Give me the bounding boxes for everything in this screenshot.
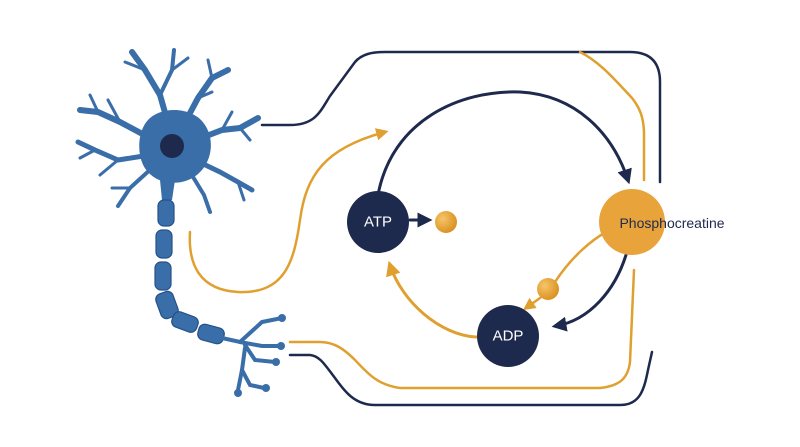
phosphate-ball-adp xyxy=(537,278,559,300)
dendrites xyxy=(75,48,261,214)
arrow-atp-to-phosphocreatine xyxy=(376,90,632,197)
outer-navy-bottom-path xyxy=(288,350,654,407)
orange-arrow-to-atp xyxy=(188,128,389,294)
adp-label: ADP xyxy=(492,327,524,345)
atp-label: ATP xyxy=(363,213,393,231)
arrow-adp-to-atp xyxy=(386,260,478,339)
neuron-illustration xyxy=(75,48,286,397)
outer-orange-bottom-path xyxy=(288,268,636,390)
adp-node xyxy=(477,305,539,367)
outer-navy-top-path xyxy=(260,50,662,184)
arrow-phosphocreatine-to-adp xyxy=(551,253,628,332)
axon-terminal-knobs xyxy=(234,314,286,397)
phosphocreatine-node xyxy=(599,189,665,255)
outer-orange-top-path xyxy=(578,50,646,182)
neuron-nucleus xyxy=(160,134,184,158)
phosphocreatine-label: Phosphocreatine xyxy=(619,215,725,231)
axon-terminals xyxy=(220,316,284,392)
arrow-phosphocreatine-to-phosphate xyxy=(553,230,608,284)
arrow-phosphate-to-adp xyxy=(522,296,542,311)
phosphate-ball-atp xyxy=(435,211,457,233)
axon xyxy=(154,199,225,345)
atp-node xyxy=(347,191,409,253)
